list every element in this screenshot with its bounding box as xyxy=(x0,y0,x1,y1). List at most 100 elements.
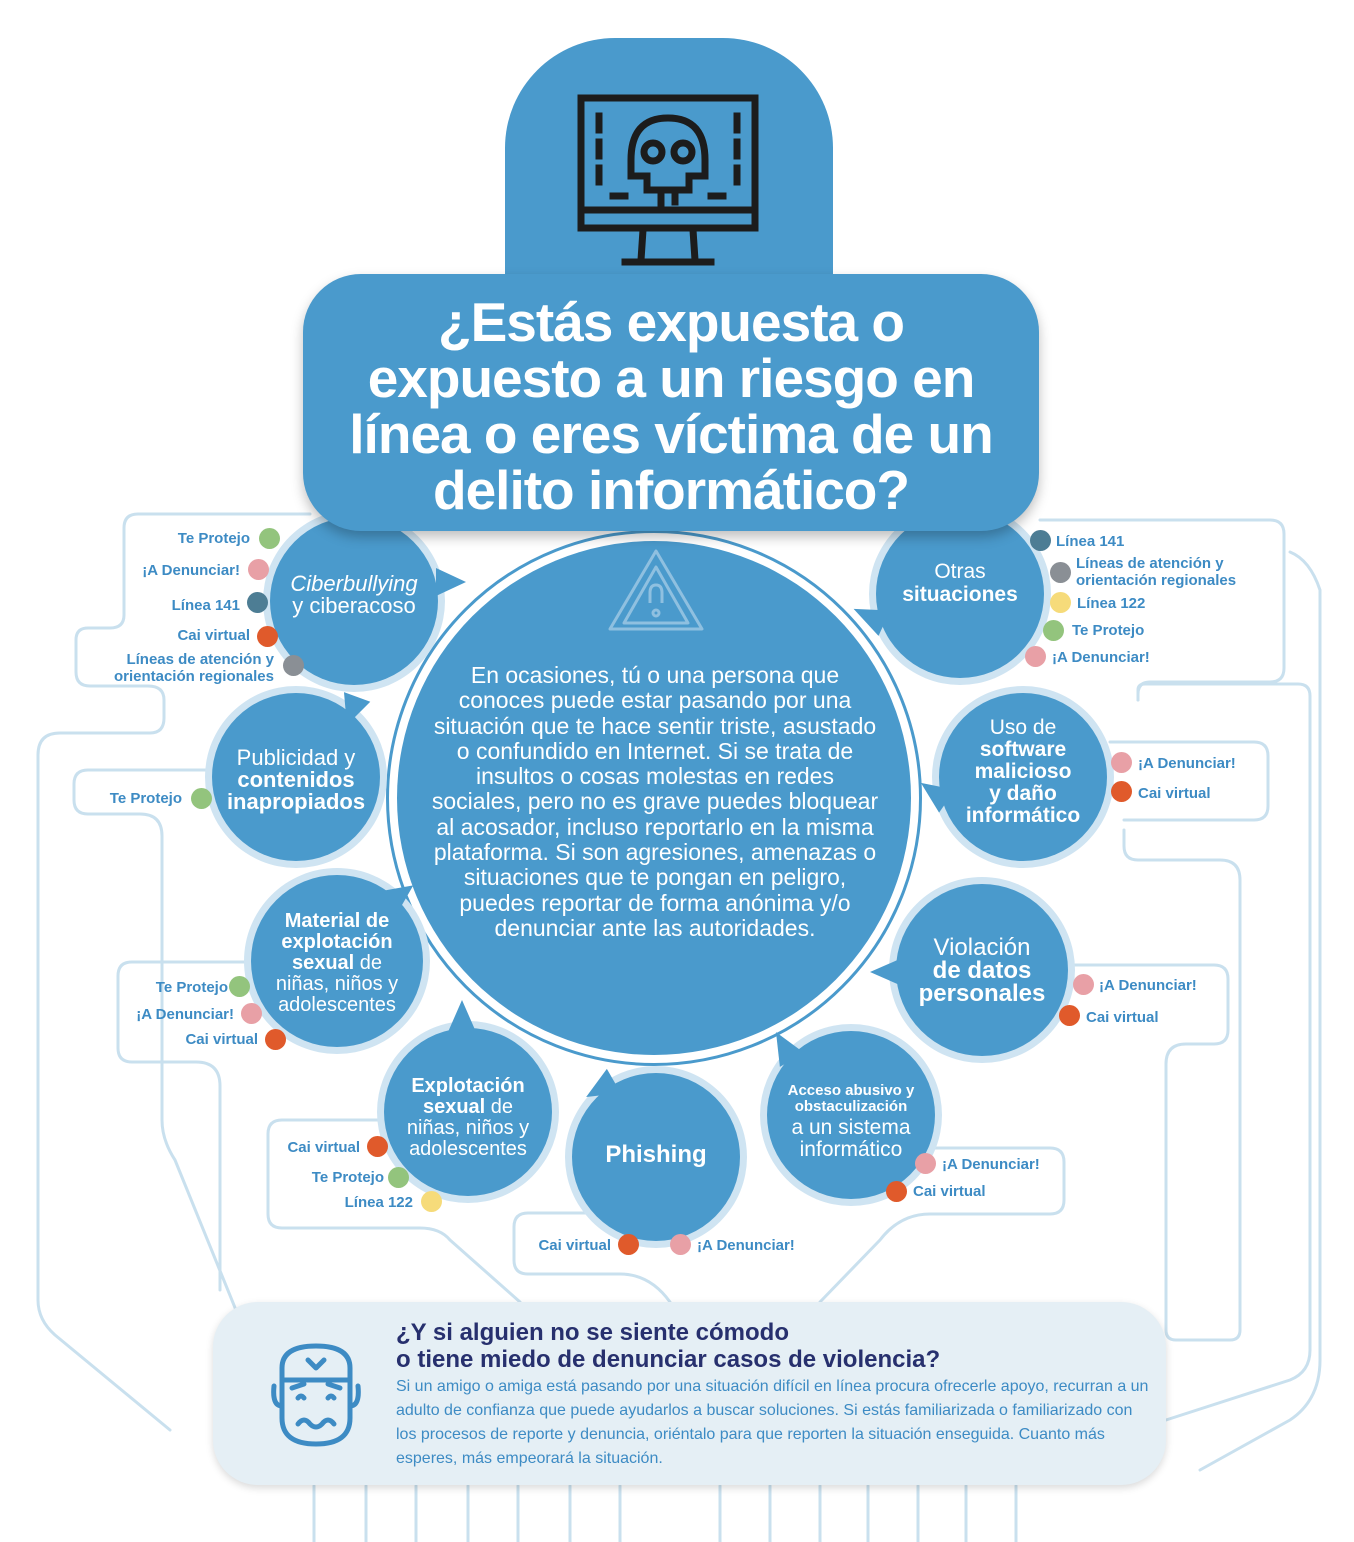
te-protejo-dot xyxy=(388,1167,409,1188)
publicidad-label-1: Publicidad y xyxy=(236,745,356,770)
bubble-tail xyxy=(436,568,466,596)
res-denunciar[interactable]: ¡A Denunciar! xyxy=(142,562,240,579)
explotacion-label-3: niñas, niños y xyxy=(406,1117,530,1139)
explotacion-label-1: Explotación xyxy=(411,1075,525,1097)
violacion-label-3: personales xyxy=(918,980,1046,1007)
title-line-2: expuesto a un riesgo en xyxy=(367,347,976,409)
material-label-3: de xyxy=(354,952,383,974)
material-label-1: Material de xyxy=(284,910,390,932)
bubble-material[interactable]: Material de explotación sexual de niñas,… xyxy=(251,875,423,1047)
material-label-4: niñas, niños y xyxy=(275,973,399,995)
res-lineas-regionales-1[interactable]: Líneas de atención y xyxy=(126,651,274,668)
bubble-explotacion[interactable]: Explotación sexual de niñas, niños y ado… xyxy=(384,1028,552,1196)
material-label-2: explotación xyxy=(281,931,393,953)
cai-virtual-dot xyxy=(265,1029,286,1050)
denunciar-dot xyxy=(241,1003,262,1024)
title-line-4: delito informático? xyxy=(433,459,910,521)
material-label-3b: sexual xyxy=(291,952,355,974)
res-denunciar[interactable]: ¡A Denunciar! xyxy=(136,1006,234,1023)
res-cai-virtual[interactable]: Cai virtual xyxy=(1086,1009,1159,1026)
otras-label-2: situaciones xyxy=(902,583,1018,606)
center-circle xyxy=(397,541,911,1055)
res-te-protejo[interactable]: Te Protejo xyxy=(109,790,182,807)
advice-title-2: o tiene miedo de denunciar casos de viol… xyxy=(396,1346,941,1373)
publicidad-label-2: contenidos xyxy=(237,767,355,792)
res-denunciar[interactable]: ¡A Denunciar! xyxy=(942,1156,1040,1173)
res-te-protejo[interactable]: Te Protejo xyxy=(1072,622,1145,639)
res-cai-virtual[interactable]: Cai virtual xyxy=(913,1183,986,1200)
cai-virtual-dot xyxy=(886,1181,907,1202)
res-denunciar[interactable]: ¡A Denunciar! xyxy=(1099,977,1197,994)
worried-face-icon xyxy=(271,1343,361,1447)
explotacion-label-2b: sexual xyxy=(422,1096,486,1118)
res-cai-virtual[interactable]: Cai virtual xyxy=(185,1031,258,1048)
warning-triangle-icon xyxy=(608,549,704,631)
cyber-label-2: y ciberacoso xyxy=(292,593,416,618)
acceso-label-4: informático xyxy=(799,1138,903,1161)
lineas-regionales-dot xyxy=(1050,562,1071,583)
linea141-dot xyxy=(1030,530,1051,551)
title-banner: ¿Estás expuesta o expuesto a un riesgo e… xyxy=(303,274,1039,531)
software-label-2: software xyxy=(979,738,1067,761)
res-te-protejo[interactable]: Te Protejo xyxy=(311,1169,384,1186)
bubble-phishing[interactable]: Phishing xyxy=(572,1073,740,1241)
res-denunciar[interactable]: ¡A Denunciar! xyxy=(697,1237,795,1254)
te-protejo-dot xyxy=(1043,620,1064,641)
advice-body: Si un amigo o amiga está pasando por una… xyxy=(396,1378,1149,1467)
res-linea141[interactable]: Línea 141 xyxy=(1056,533,1125,550)
title-line-3: línea o eres víctima de un xyxy=(349,403,993,465)
res-denunciar[interactable]: ¡A Denunciar! xyxy=(1138,755,1236,772)
cyber-label-1: Ciberbullying xyxy=(290,571,418,596)
res-lineas-regionales-2[interactable]: orientación regionales xyxy=(113,668,274,685)
linea141-dot xyxy=(247,592,268,613)
software-label-3: malicioso xyxy=(974,760,1072,783)
violacion-label-1: Violación xyxy=(933,934,1031,961)
explotacion-label-4: adolescentes xyxy=(409,1138,527,1160)
bubble-acceso[interactable]: Acceso abusivo y obstaculización a un si… xyxy=(767,1031,935,1199)
linea122-dot xyxy=(1050,592,1071,613)
res-denunciar[interactable]: ¡A Denunciar! xyxy=(1052,649,1150,666)
cai-virtual-dot xyxy=(257,626,278,647)
bubble-violacion[interactable]: Violación de datos personales xyxy=(896,884,1068,1056)
cai-virtual-dot xyxy=(1111,781,1132,802)
res-lineas-regionales-1[interactable]: Líneas de atención y xyxy=(1076,555,1224,572)
denunciar-dot xyxy=(915,1153,936,1174)
res-linea122[interactable]: Línea 122 xyxy=(344,1194,413,1211)
phishing-label: Phishing xyxy=(605,1141,707,1168)
acceso-label-3: a un sistema xyxy=(791,1116,911,1139)
acceso-label-2: obstaculización xyxy=(794,1098,908,1115)
acceso-label-1: Acceso abusivo y xyxy=(787,1082,915,1099)
res-cai-virtual[interactable]: Cai virtual xyxy=(177,627,250,644)
cai-virtual-dot xyxy=(1059,1005,1080,1026)
bubble-tail xyxy=(448,1000,476,1032)
software-label-4: y daño xyxy=(989,782,1057,805)
res-cai-virtual[interactable]: Cai virtual xyxy=(538,1237,611,1254)
res-linea141[interactable]: Línea 141 xyxy=(171,597,240,614)
bubble-publicidad[interactable]: Publicidad y contenidos inapropiados xyxy=(212,693,380,861)
otras-label-1: Otras xyxy=(934,560,986,583)
software-label-5: informático xyxy=(965,804,1081,827)
te-protejo-dot xyxy=(259,528,280,549)
bubble-software[interactable]: Uso de software malicioso y daño informá… xyxy=(939,693,1107,861)
res-te-protejo[interactable]: Te Protejo xyxy=(177,530,250,547)
te-protejo-dot xyxy=(191,788,212,809)
software-label-1: Uso de xyxy=(989,716,1057,739)
advice-title-1: ¿Y si alguien no se siente cómodo xyxy=(396,1319,789,1346)
res-lineas-regionales-2[interactable]: orientación regionales xyxy=(1076,572,1237,589)
bubble-otras[interactable]: Otras situaciones xyxy=(876,510,1044,678)
res-te-protejo[interactable]: Te Protejo xyxy=(155,979,228,996)
denunciar-dot xyxy=(1073,974,1094,995)
res-cai-virtual[interactable]: Cai virtual xyxy=(1138,785,1211,802)
denunciar-dot xyxy=(1025,646,1046,667)
cai-virtual-dot xyxy=(618,1234,639,1255)
center-description: En ocasiones, tú o una persona que conoc… xyxy=(431,662,879,941)
res-linea122[interactable]: Línea 122 xyxy=(1077,595,1146,612)
publicidad-label-3: inapropiados xyxy=(226,789,366,814)
explotacion-label-2: de xyxy=(485,1096,514,1118)
material-label-5: adolescentes xyxy=(278,994,396,1016)
skull-monitor-icon xyxy=(577,94,759,266)
linea122-dot xyxy=(421,1191,442,1212)
denunciar-dot xyxy=(248,559,269,580)
res-cai-virtual[interactable]: Cai virtual xyxy=(287,1139,360,1156)
